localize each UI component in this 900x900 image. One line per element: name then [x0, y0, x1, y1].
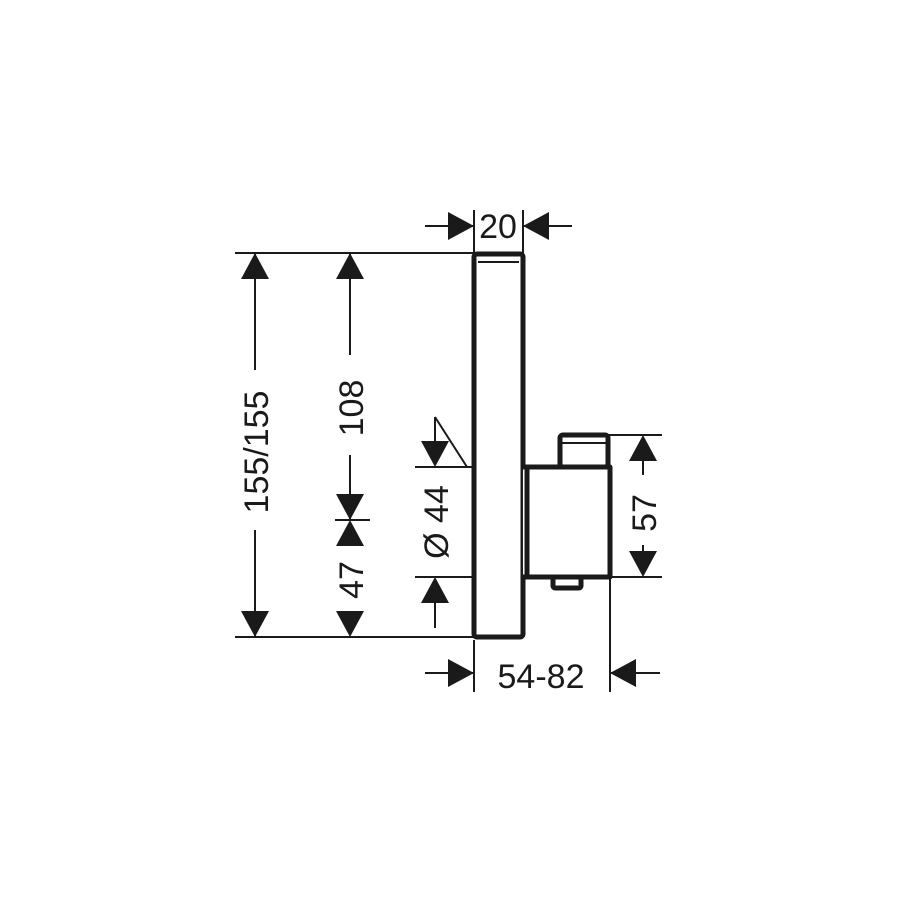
arrow-up-icon — [629, 435, 657, 461]
arrow-left-icon — [610, 659, 636, 687]
arrow-down-icon — [336, 611, 364, 637]
arrow-left-icon — [523, 212, 549, 240]
arrow-down-icon — [421, 441, 449, 467]
top-connector — [557, 432, 611, 470]
cover-plate — [471, 251, 526, 640]
dimension-upper-height: 108 — [333, 253, 371, 520]
arrow-up-icon — [336, 253, 364, 279]
arrow-right-icon — [448, 659, 474, 687]
valve-body — [523, 464, 613, 580]
label-upper-height: 108 — [333, 380, 371, 437]
label-diameter: Ø 44 — [418, 485, 456, 559]
label-plate-depth: 20 — [479, 208, 517, 246]
arrow-up-icon — [336, 520, 364, 546]
dimension-installation-depth: 54-82 — [425, 577, 660, 696]
arrow-down-icon — [629, 551, 657, 577]
arrow-right-icon — [448, 212, 474, 240]
label-lower-height: 47 — [333, 561, 371, 599]
label-total-height: 155/155 — [238, 391, 276, 514]
dimension-plate-depth: 20 — [425, 208, 572, 254]
arrow-up-icon — [421, 577, 449, 603]
dimension-diameter: Ø 44 — [415, 416, 474, 628]
dimension-body-height: 57 — [608, 434, 664, 578]
dimension-lower-height: 47 — [333, 520, 371, 637]
label-body-height: 57 — [626, 494, 664, 532]
arrow-down-icon — [241, 611, 269, 637]
arrow-down-icon — [336, 494, 364, 520]
dimension-total-height: 155/155 — [238, 253, 276, 637]
bottom-connector — [550, 574, 584, 591]
arrow-up-icon — [241, 253, 269, 279]
label-installation-depth: 54-82 — [498, 658, 585, 696]
